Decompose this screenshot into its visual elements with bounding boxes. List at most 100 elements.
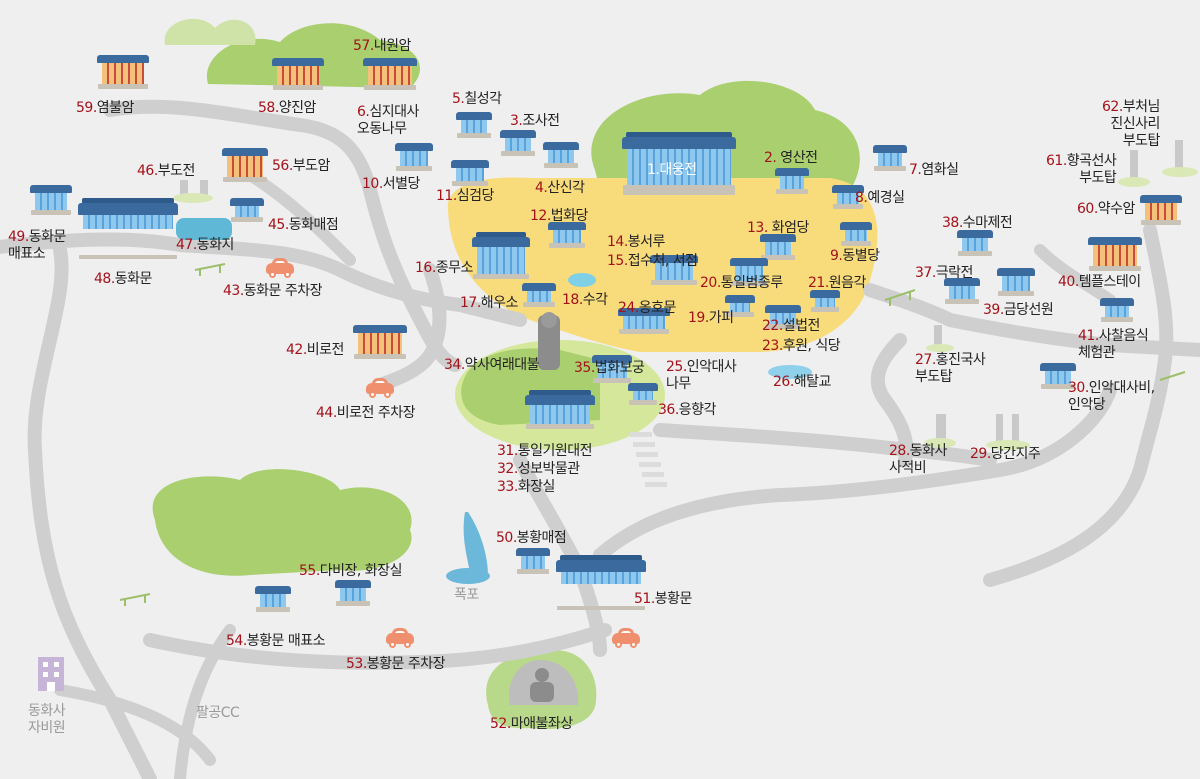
label-35[interactable]: 35.법화보궁 <box>574 360 645 376</box>
onghomun-building[interactable] <box>618 308 670 334</box>
label-53[interactable]: 53.봉황문 주차장 <box>346 656 446 672</box>
gapi-building[interactable] <box>725 295 755 317</box>
label-25[interactable]: 25.인악대사 나무 <box>666 359 737 392</box>
label-18[interactable]: 18.수각 <box>562 292 608 308</box>
label-31[interactable]: 31.통일기원대전 <box>497 443 593 459</box>
bongseoru-building[interactable] <box>650 255 698 285</box>
seolbeopjeon-building[interactable] <box>765 305 801 329</box>
label-33[interactable]: 33.화장실 <box>497 479 555 495</box>
sumajejeon-building[interactable] <box>957 230 993 256</box>
josajeon-building[interactable] <box>500 130 536 156</box>
label-14[interactable]: 14.봉서루 <box>607 234 665 250</box>
yeombuream-building[interactable] <box>97 55 149 89</box>
yeongsanjeon-building[interactable] <box>775 168 809 194</box>
label-58[interactable]: 58.양진암 <box>258 100 316 116</box>
woneumgak-building[interactable] <box>810 290 840 312</box>
label-61[interactable]: 61.향곡선사 부도탑 <box>1046 153 1117 186</box>
label-51[interactable]: 51.봉황문 <box>634 591 692 607</box>
label-50[interactable]: 50.봉황매점 <box>496 530 567 546</box>
simgeomdang-building[interactable] <box>451 160 489 186</box>
donghwamun-ticket-building[interactable] <box>30 185 72 215</box>
label-62[interactable]: 62.부처님 진신사리 부도탑 <box>1102 99 1160 149</box>
label-1[interactable]: 1.대웅전 <box>647 162 697 178</box>
label-2[interactable]: 2. 영산전 <box>764 150 818 166</box>
jongmuso-building[interactable] <box>472 232 530 279</box>
label-24[interactable]: 24.옹호문 <box>618 300 676 316</box>
dabijang-building-b[interactable] <box>335 580 371 606</box>
label-13[interactable]: 13. 화엄당 <box>747 220 809 236</box>
label-26[interactable]: 26.해탈교 <box>773 374 831 390</box>
beophwabogung-building[interactable] <box>592 355 632 383</box>
label-55[interactable]: 55.다비장, 화장실 <box>299 563 402 579</box>
label-27[interactable]: 27.홍진국사 부도탑 <box>915 352 986 385</box>
yangjinam-building[interactable] <box>272 58 324 90</box>
label-8[interactable]: 8.예경실 <box>855 190 905 206</box>
label-56[interactable]: 56.부도암 <box>272 158 330 174</box>
bell-pavilion-building[interactable] <box>730 258 768 286</box>
yeomhwasil-building[interactable] <box>873 145 907 171</box>
chilseonggak-building[interactable] <box>456 112 492 138</box>
label-39[interactable]: 39.금당선원 <box>983 302 1054 318</box>
label-5[interactable]: 5.칠성각 <box>452 91 502 107</box>
beophwadang-building[interactable] <box>548 222 586 248</box>
bonghwang-store-building[interactable] <box>516 548 550 574</box>
label-15[interactable]: 15.접수처, 서점 <box>607 253 698 269</box>
label-21[interactable]: 21.원음각 <box>808 275 866 291</box>
label-11[interactable]: 11.심검당 <box>436 188 494 204</box>
label-3[interactable]: 3.조사전 <box>510 113 560 129</box>
label-41[interactable]: 41.사찰음식 체험관 <box>1078 328 1149 361</box>
label-40[interactable]: 40.템플스테이 <box>1058 274 1141 290</box>
dabijang-building-a[interactable] <box>255 586 291 612</box>
sansingak-building[interactable] <box>543 142 579 168</box>
label-48[interactable]: 48.동화문 <box>94 271 152 287</box>
label-54[interactable]: 54.봉황문 매표소 <box>226 633 326 649</box>
birojeon-building[interactable] <box>353 325 407 359</box>
label-49[interactable]: 49.동화문 매표소 <box>8 229 66 262</box>
label-44[interactable]: 44.비로전 주차장 <box>316 405 416 421</box>
inakdang-building[interactable] <box>1040 363 1076 389</box>
label-9[interactable]: 9.동별당 <box>830 248 880 264</box>
daeungjeon-building[interactable] <box>622 132 736 195</box>
dongbyeoldang-building[interactable] <box>840 222 872 246</box>
label-23[interactable]: 23.후원, 식당 <box>762 338 841 354</box>
label-30[interactable]: 30.인악대사비, 인악당 <box>1068 380 1155 413</box>
label-52[interactable]: 52.마애불좌상 <box>490 716 573 732</box>
label-17[interactable]: 17.해우소 <box>460 295 518 311</box>
label-38[interactable]: 38.수마제전 <box>942 215 1013 231</box>
seobyeoldang-building[interactable] <box>395 143 433 171</box>
label-45[interactable]: 45.동화매점 <box>268 217 339 233</box>
label-22[interactable]: 22.설법전 <box>762 318 820 334</box>
haeuso-building[interactable] <box>522 283 556 307</box>
label-36[interactable]: 36.응향각 <box>658 402 716 418</box>
label-10[interactable]: 10.서별당 <box>362 176 420 192</box>
label-32[interactable]: 32.성보박물관 <box>497 461 580 477</box>
hwaeomdang-building[interactable] <box>760 234 796 260</box>
templestay-building[interactable] <box>1088 237 1142 271</box>
budoam-building[interactable] <box>222 148 268 182</box>
bonghwangmun-gate-building[interactable] <box>556 555 646 610</box>
label-37[interactable]: 37.극락전 <box>915 265 973 281</box>
label-47[interactable]: 47.동화지 <box>176 237 234 253</box>
label-42[interactable]: 42.비로전 <box>286 342 344 358</box>
geungnakjeon-building[interactable] <box>944 278 980 304</box>
label-46[interactable]: 46.부도전 <box>137 163 195 179</box>
donghwa-store-building[interactable] <box>230 198 264 222</box>
donghwamun-gate-building[interactable] <box>78 198 178 259</box>
label-6[interactable]: 6.심지대사 오동나무 <box>357 104 419 137</box>
label-59[interactable]: 59.염불암 <box>76 100 134 116</box>
naewonam-building[interactable] <box>363 58 417 90</box>
yaksuam-building[interactable] <box>1140 195 1182 225</box>
yegyeongsil-building[interactable] <box>832 185 864 209</box>
temple-food-building[interactable] <box>1100 298 1134 322</box>
label-16[interactable]: 16.종무소 <box>415 260 473 276</box>
label-20[interactable]: 20.통일범종루 <box>700 275 783 291</box>
label-7[interactable]: 7.염화실 <box>909 162 959 178</box>
label-12[interactable]: 12.법화당 <box>530 208 588 224</box>
label-19[interactable]: 19.가피 <box>688 310 734 326</box>
label-57[interactable]: 57.내원암 <box>353 38 411 54</box>
label-43[interactable]: 43.동화문 주차장 <box>223 283 323 299</box>
label-60[interactable]: 60.약수암 <box>1077 201 1135 217</box>
tongilgiwondaejeon-building[interactable] <box>525 390 595 429</box>
label-4[interactable]: 4.산신각 <box>535 180 585 196</box>
label-34[interactable]: 34.약사여래대불 <box>444 357 540 373</box>
